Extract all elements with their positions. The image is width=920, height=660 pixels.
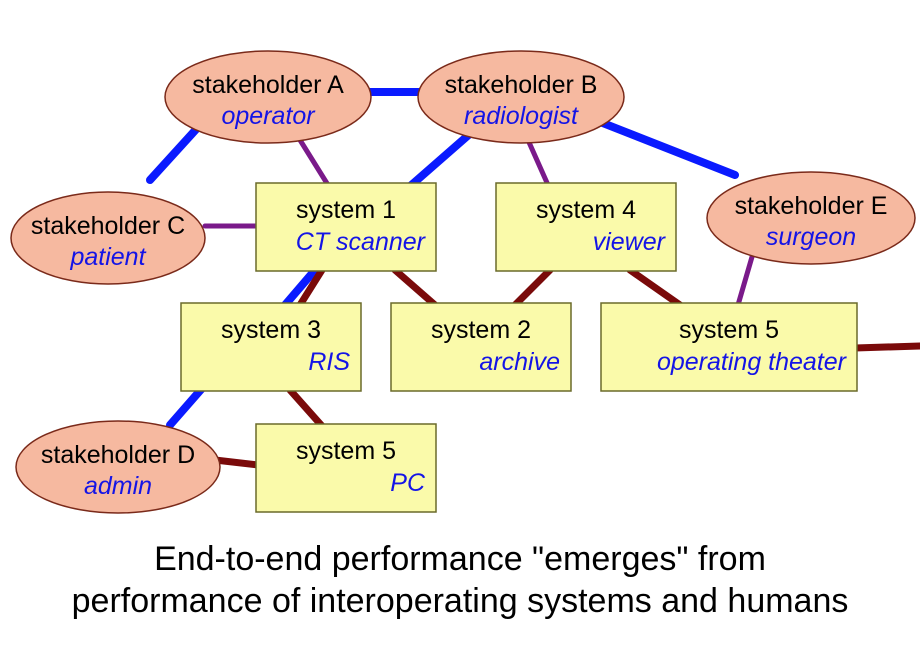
link-a-c-blue bbox=[146, 121, 204, 184]
link-s3-s5b-brown bbox=[286, 386, 326, 430]
stakeholder-ellipse bbox=[10, 191, 206, 285]
stakeholder-name: stakeholder D bbox=[41, 441, 195, 469]
system-role: operating theater bbox=[657, 348, 848, 376]
caption-line-2: performance of interoperating systems an… bbox=[71, 582, 849, 620]
system-rect bbox=[255, 423, 437, 513]
system-rect bbox=[180, 302, 362, 392]
system-name: system 4 bbox=[536, 196, 636, 224]
diagram-svg: stakeholder A operator stakeholder B radiol… bbox=[10, 50, 920, 514]
link-s1-s3-brown bbox=[296, 266, 326, 309]
link-s4-s2-brown bbox=[511, 266, 554, 309]
link-b-s4-purple bbox=[525, 137, 551, 188]
link-s1-s2-brown bbox=[391, 266, 439, 309]
system-box-s4: system 4 viewer bbox=[495, 182, 677, 272]
caption: End-to-end performance "emerges" from pe… bbox=[0, 538, 920, 622]
system-name: system 5 bbox=[679, 316, 779, 344]
system-box-s3: system 3 RIS bbox=[180, 302, 362, 392]
system-role: viewer bbox=[593, 228, 667, 256]
stakeholder-role: admin bbox=[84, 472, 152, 500]
nodes-layer: stakeholder A operator stakeholder B radiol… bbox=[10, 50, 916, 514]
stakeholder-e: stakeholder E surgeon bbox=[706, 171, 916, 265]
system-box-s1: system 1 CT scanner bbox=[255, 182, 437, 272]
stakeholder-b: stakeholder B radiologist bbox=[417, 50, 625, 144]
system-rect bbox=[600, 302, 858, 392]
links-layer bbox=[146, 88, 920, 469]
link-d-s5b-brown bbox=[211, 456, 262, 469]
system-name: system 2 bbox=[431, 316, 531, 344]
system-name: system 3 bbox=[221, 316, 321, 344]
system-rect bbox=[255, 182, 437, 272]
stakeholder-role: surgeon bbox=[766, 223, 856, 251]
link-s4-s5a-brown bbox=[626, 266, 684, 309]
stakeholder-d: stakeholder D admin bbox=[15, 420, 221, 514]
system-role: PC bbox=[390, 469, 426, 497]
stakeholder-ellipse bbox=[164, 50, 372, 144]
stakeholder-a: stakeholder A operator bbox=[164, 50, 372, 144]
link-b-e-blue bbox=[586, 114, 739, 179]
system-rect bbox=[495, 182, 677, 272]
system-box-s5b: system 5 PC bbox=[255, 423, 437, 513]
stakeholder-role: radiologist bbox=[464, 102, 579, 130]
stakeholder-name: stakeholder B bbox=[445, 71, 598, 99]
stakeholder-name: stakeholder A bbox=[192, 71, 344, 99]
system-rect bbox=[390, 302, 572, 392]
stakeholder-ellipse bbox=[706, 171, 916, 265]
stakeholder-role: operator bbox=[221, 102, 316, 130]
link-e-s5a-purple bbox=[735, 247, 757, 308]
system-name: system 1 bbox=[296, 196, 396, 224]
stakeholder-c: stakeholder C patient bbox=[10, 191, 206, 285]
stakeholder-ellipse bbox=[417, 50, 625, 144]
system-name: system 5 bbox=[296, 437, 396, 465]
stakeholder-name: stakeholder E bbox=[735, 192, 888, 220]
stakeholder-role: patient bbox=[69, 243, 146, 271]
system-role: archive bbox=[479, 348, 560, 376]
system-box-s5a: system 5 operating theater bbox=[600, 302, 858, 392]
system-box-s2: system 2 archive bbox=[390, 302, 572, 392]
link-s1-s3-blue bbox=[281, 266, 319, 309]
link-a-s1-purple bbox=[297, 137, 331, 188]
caption-line-1: End-to-end performance "emerges" from bbox=[154, 540, 766, 578]
system-role: RIS bbox=[308, 348, 350, 376]
stakeholder-name: stakeholder C bbox=[31, 212, 185, 240]
system-role: CT scanner bbox=[296, 228, 427, 256]
stakeholder-ellipse bbox=[15, 420, 221, 514]
link-s5a-offpage-brown bbox=[851, 342, 920, 352]
